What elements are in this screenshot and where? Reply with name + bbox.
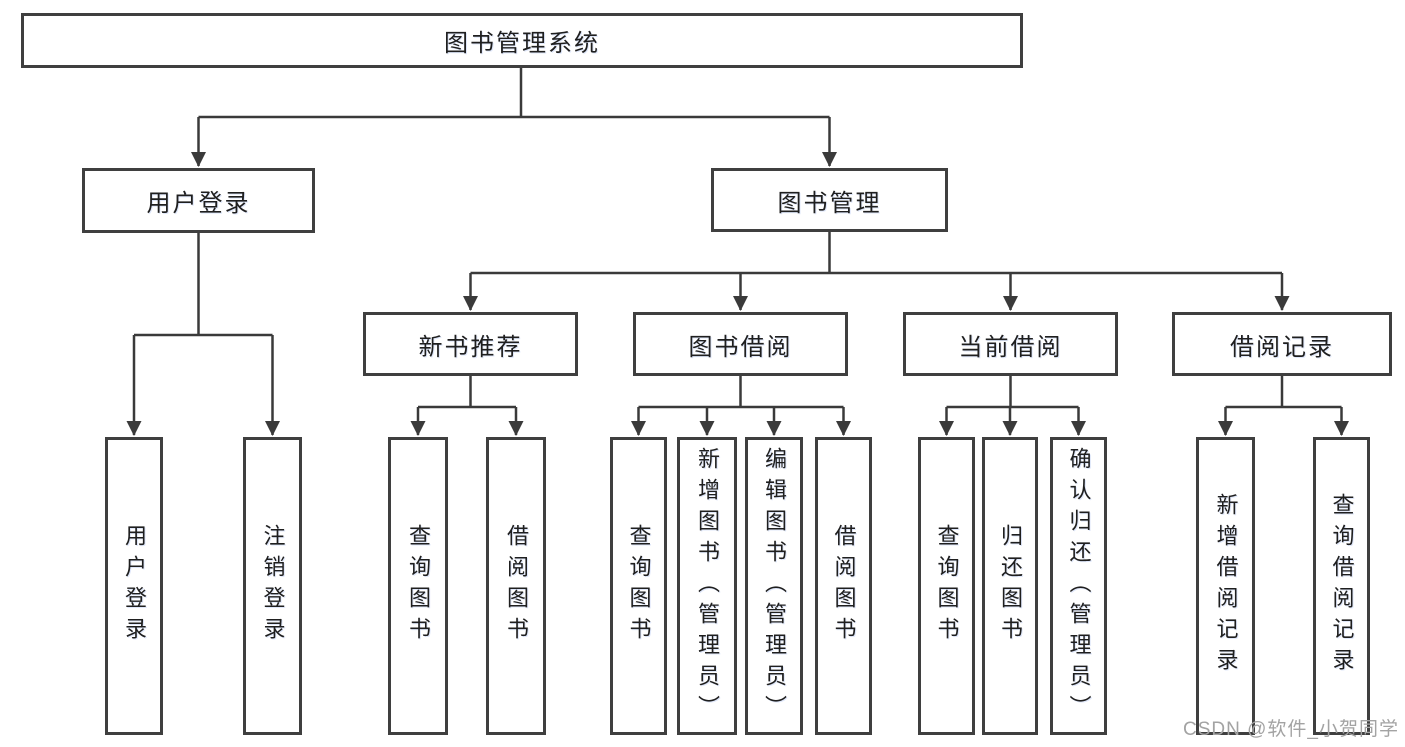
node-new-book-recommend: 新书推荐 xyxy=(363,312,578,376)
node-label: 用户登录 xyxy=(146,190,251,217)
leaf-return-books: 归还图书 xyxy=(982,437,1038,735)
connector-trunk-user-login xyxy=(134,233,273,337)
connector-trunk-root xyxy=(198,68,830,119)
node-label: 注销登录 xyxy=(260,524,286,648)
node-label: 图书管理系统 xyxy=(444,30,600,57)
leaf-edit-book-admin: 编辑图书（管理员） xyxy=(745,437,803,735)
node-label: 新增图书（管理员） xyxy=(695,446,720,726)
node-label: 查询图书 xyxy=(626,524,652,648)
leaf-query-books-recommend: 查询图书 xyxy=(388,437,448,735)
leaf-query-books-borrowing: 查询图书 xyxy=(610,437,667,735)
connector-trunk-borrowing-records xyxy=(1225,376,1342,409)
node-label: 查询图书 xyxy=(406,524,431,648)
node-label: 用户登录 xyxy=(122,524,147,648)
node-borrowing-records: 借阅记录 xyxy=(1172,312,1392,376)
leaf-query-borrow-record: 查询借阅记录 xyxy=(1313,437,1370,735)
node-label: 查询图书 xyxy=(934,524,960,648)
node-label: 编辑图书（管理员） xyxy=(762,446,787,726)
node-label: 归还图书 xyxy=(998,524,1023,648)
connector-trunk-new-book-recommend xyxy=(418,376,516,409)
connector-trunk-book-management xyxy=(470,232,1282,275)
node-label: 图书管理 xyxy=(777,189,882,217)
leaf-user-login: 用户登录 xyxy=(105,437,163,735)
leaf-logout: 注销登录 xyxy=(243,437,302,735)
leaf-query-books-current: 查询图书 xyxy=(918,437,975,735)
leaf-borrow-books-borrowing: 借阅图书 xyxy=(815,437,872,735)
node-user-login: 用户登录 xyxy=(82,168,315,233)
node-label: 新增借阅记录 xyxy=(1213,493,1239,679)
leaf-add-book-admin: 新增图书（管理员） xyxy=(677,437,737,735)
node-library-management-system: 图书管理系统 xyxy=(21,13,1023,68)
node-label: 确认归还（管理员） xyxy=(1066,446,1092,726)
node-label: 借阅记录 xyxy=(1230,333,1334,361)
node-current-borrowing: 当前借阅 xyxy=(903,312,1118,376)
leaf-confirm-return-admin: 确认归还（管理员） xyxy=(1050,437,1107,735)
node-label: 借阅图书 xyxy=(831,524,857,648)
node-label: 当前借阅 xyxy=(958,333,1063,361)
node-label: 图书借阅 xyxy=(688,333,793,361)
leaf-add-borrow-record: 新增借阅记录 xyxy=(1196,437,1255,735)
node-book-borrowing: 图书借阅 xyxy=(633,312,848,376)
node-book-management: 图书管理 xyxy=(711,168,948,232)
node-label: 查询借阅记录 xyxy=(1329,493,1355,679)
leaf-borrow-books-recommend: 借阅图书 xyxy=(486,437,546,735)
node-label: 新书推荐 xyxy=(418,333,523,361)
connector-trunk-current-borrowing xyxy=(946,376,1079,409)
csdn-watermark: CSDN @软件_小贺同学 xyxy=(1183,719,1399,740)
connector-trunk-book-borrowing xyxy=(638,376,844,409)
node-label: 借阅图书 xyxy=(504,524,529,648)
